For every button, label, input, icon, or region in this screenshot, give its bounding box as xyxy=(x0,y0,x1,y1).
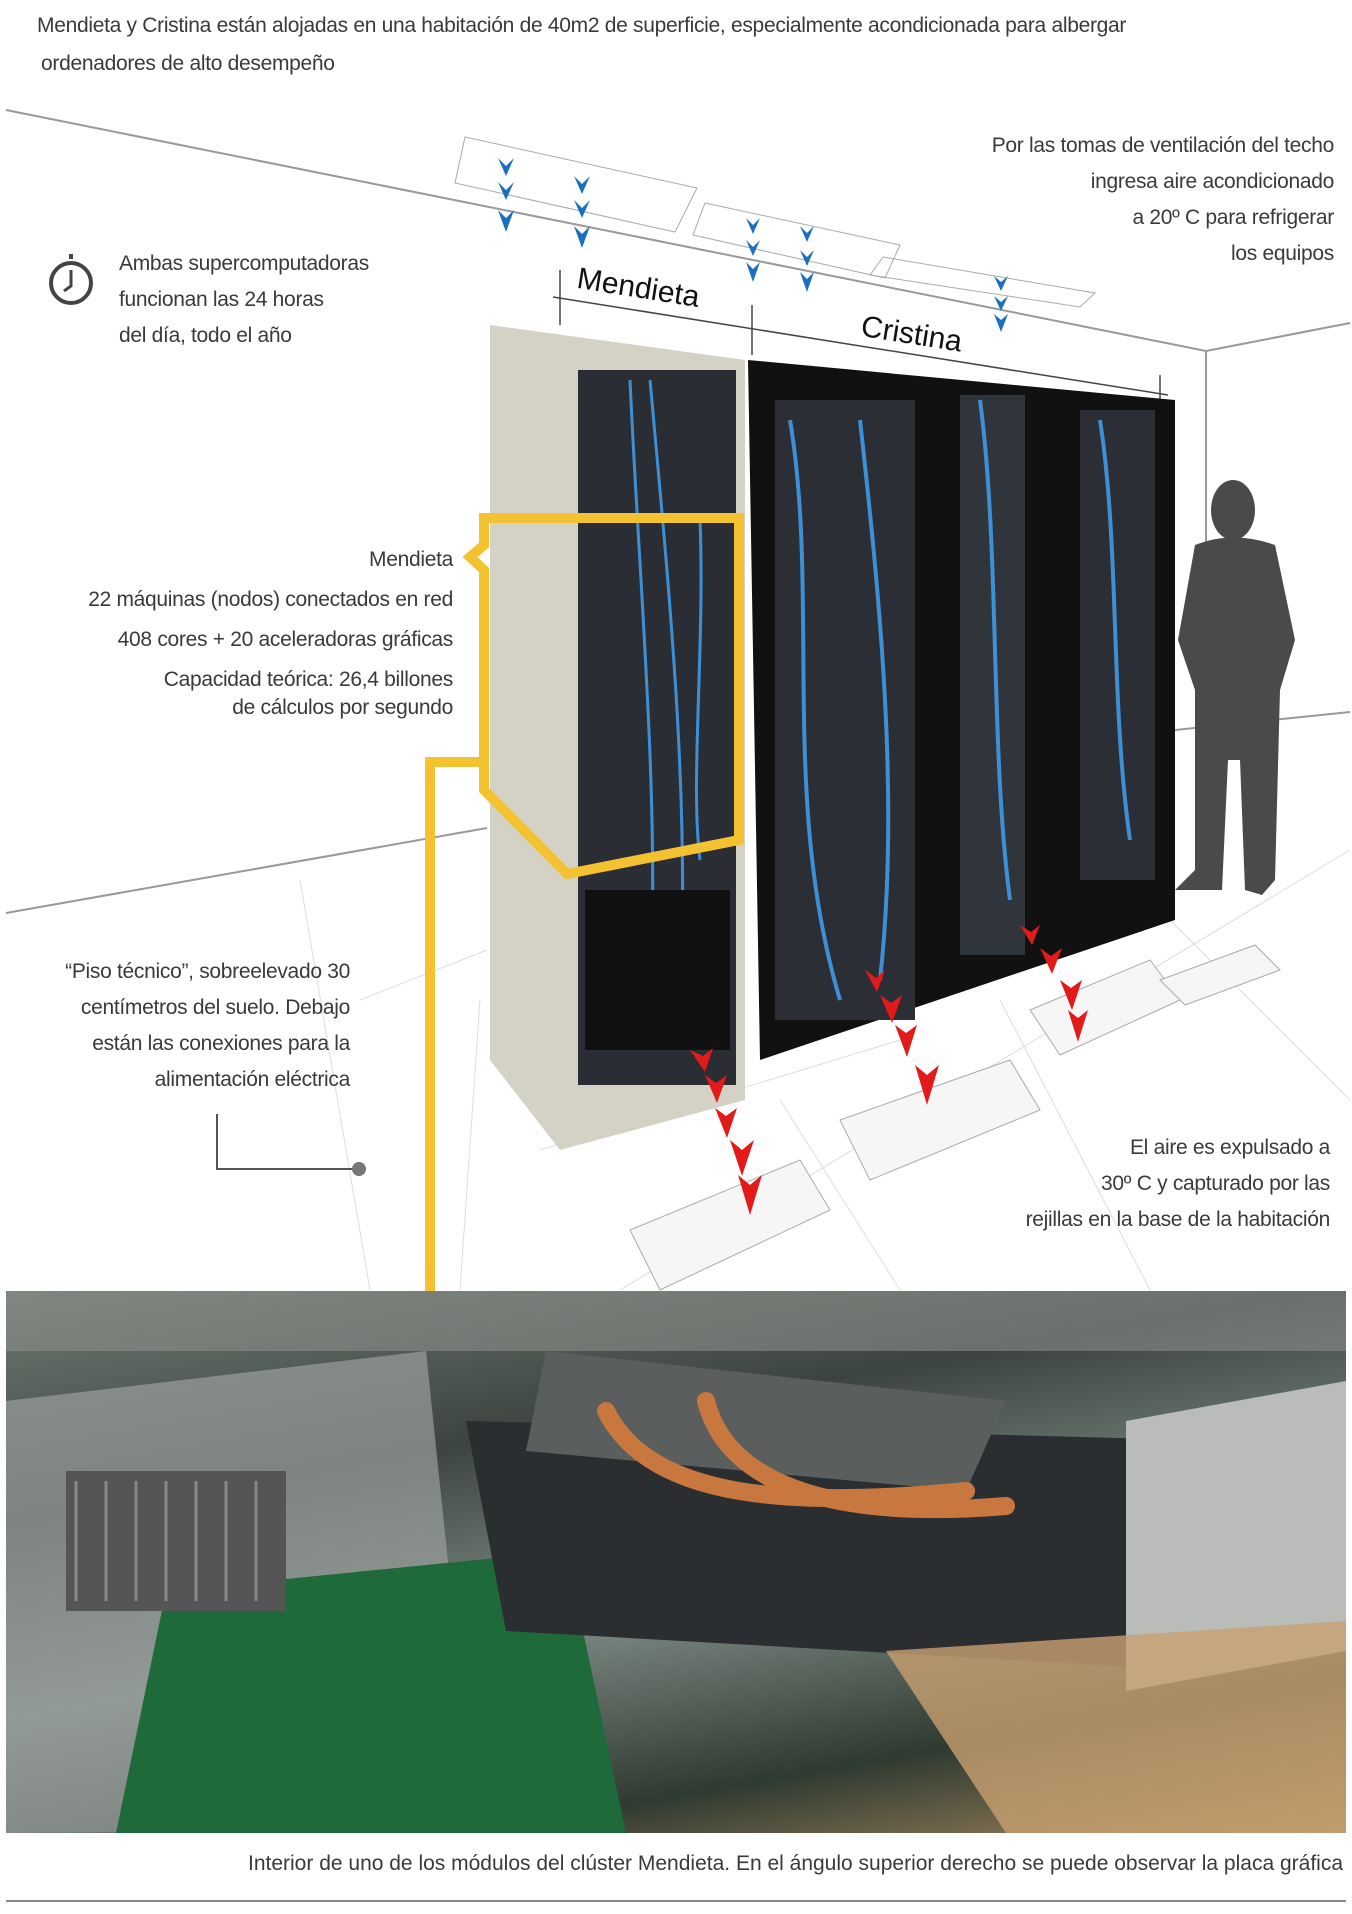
mendieta-info-cores: 408 cores + 20 aceleradoras gráficas xyxy=(117,628,454,651)
cristina-rack xyxy=(748,360,1175,1060)
photo-caption: Interior de uno de los módulos del clúst… xyxy=(248,1852,1343,1875)
hot-air-arrows xyxy=(690,925,1088,1215)
ventilation-line: los equipos xyxy=(1231,242,1334,265)
cold-air-arrows xyxy=(498,158,1008,332)
uptime-line: Ambas supercomputadoras xyxy=(119,252,369,275)
mendieta-info-capacity: de cálculos por segundo xyxy=(232,696,453,719)
rack-label-guides xyxy=(552,270,1169,400)
ventilation-line: Por las tomas de ventilación del techo xyxy=(991,134,1335,157)
module-interior-photo xyxy=(6,1291,1346,1833)
mendieta-highlight xyxy=(425,513,744,1291)
floor-note-line: están las conexiones para la xyxy=(92,1032,350,1055)
ceiling-vents xyxy=(454,136,1097,308)
mendieta-info-capacity: Capacidad teórica: 26,4 billones xyxy=(163,668,454,691)
uptime-note: Ambas supercomputadoras funcionan las 24… xyxy=(119,246,369,354)
clock-icon xyxy=(49,254,93,305)
intro-line-1: Mendieta y Cristina están alojadas en un… xyxy=(37,14,1127,37)
mendieta-info: Mendieta 22 máquinas (nodos) conectados … xyxy=(88,540,453,722)
ventilation-note: Por las tomas de ventilación del techo i… xyxy=(991,128,1335,272)
photo-illustration xyxy=(6,1291,1346,1833)
uptime-line: funcionan las 24 horas xyxy=(119,288,324,311)
person-silhouette xyxy=(1175,480,1295,895)
floor-vents xyxy=(629,944,1281,1291)
intro-line-2: ordenadores de alto desempeño xyxy=(41,52,335,75)
exhaust-line: 30º C y capturado por las xyxy=(1101,1172,1330,1195)
floor-note-line: “Piso técnico”, sobreelevado 30 xyxy=(65,960,350,983)
mendieta-info-title: Mendieta xyxy=(369,548,453,571)
ventilation-line: a 20º C para refrigerar xyxy=(1132,206,1334,229)
floor-note-line: alimentación eléctrica xyxy=(154,1068,351,1091)
floor-note: “Piso técnico”, sobreelevado 30 centímet… xyxy=(65,954,350,1098)
mendieta-info-nodes: 22 máquinas (nodos) conectados en red xyxy=(88,588,453,611)
uptime-line: del día, todo el año xyxy=(119,324,292,347)
ventilation-line: ingresa aire acondicionado xyxy=(1090,170,1335,193)
intro-text: Mendieta y Cristina están alojadas en un… xyxy=(37,8,1126,82)
floor-note-line: centímetros del suelo. Debajo xyxy=(80,996,350,1019)
mendieta-rack xyxy=(490,325,745,1150)
floor-note-leader xyxy=(216,1114,366,1176)
bottom-divider xyxy=(6,1900,1346,1902)
exhaust-line: rejillas en la base de la habitación xyxy=(1025,1208,1331,1231)
exhaust-note: El aire es expulsado a 30º C y capturado… xyxy=(1025,1130,1331,1238)
exhaust-line: El aire es expulsado a xyxy=(1129,1136,1330,1159)
